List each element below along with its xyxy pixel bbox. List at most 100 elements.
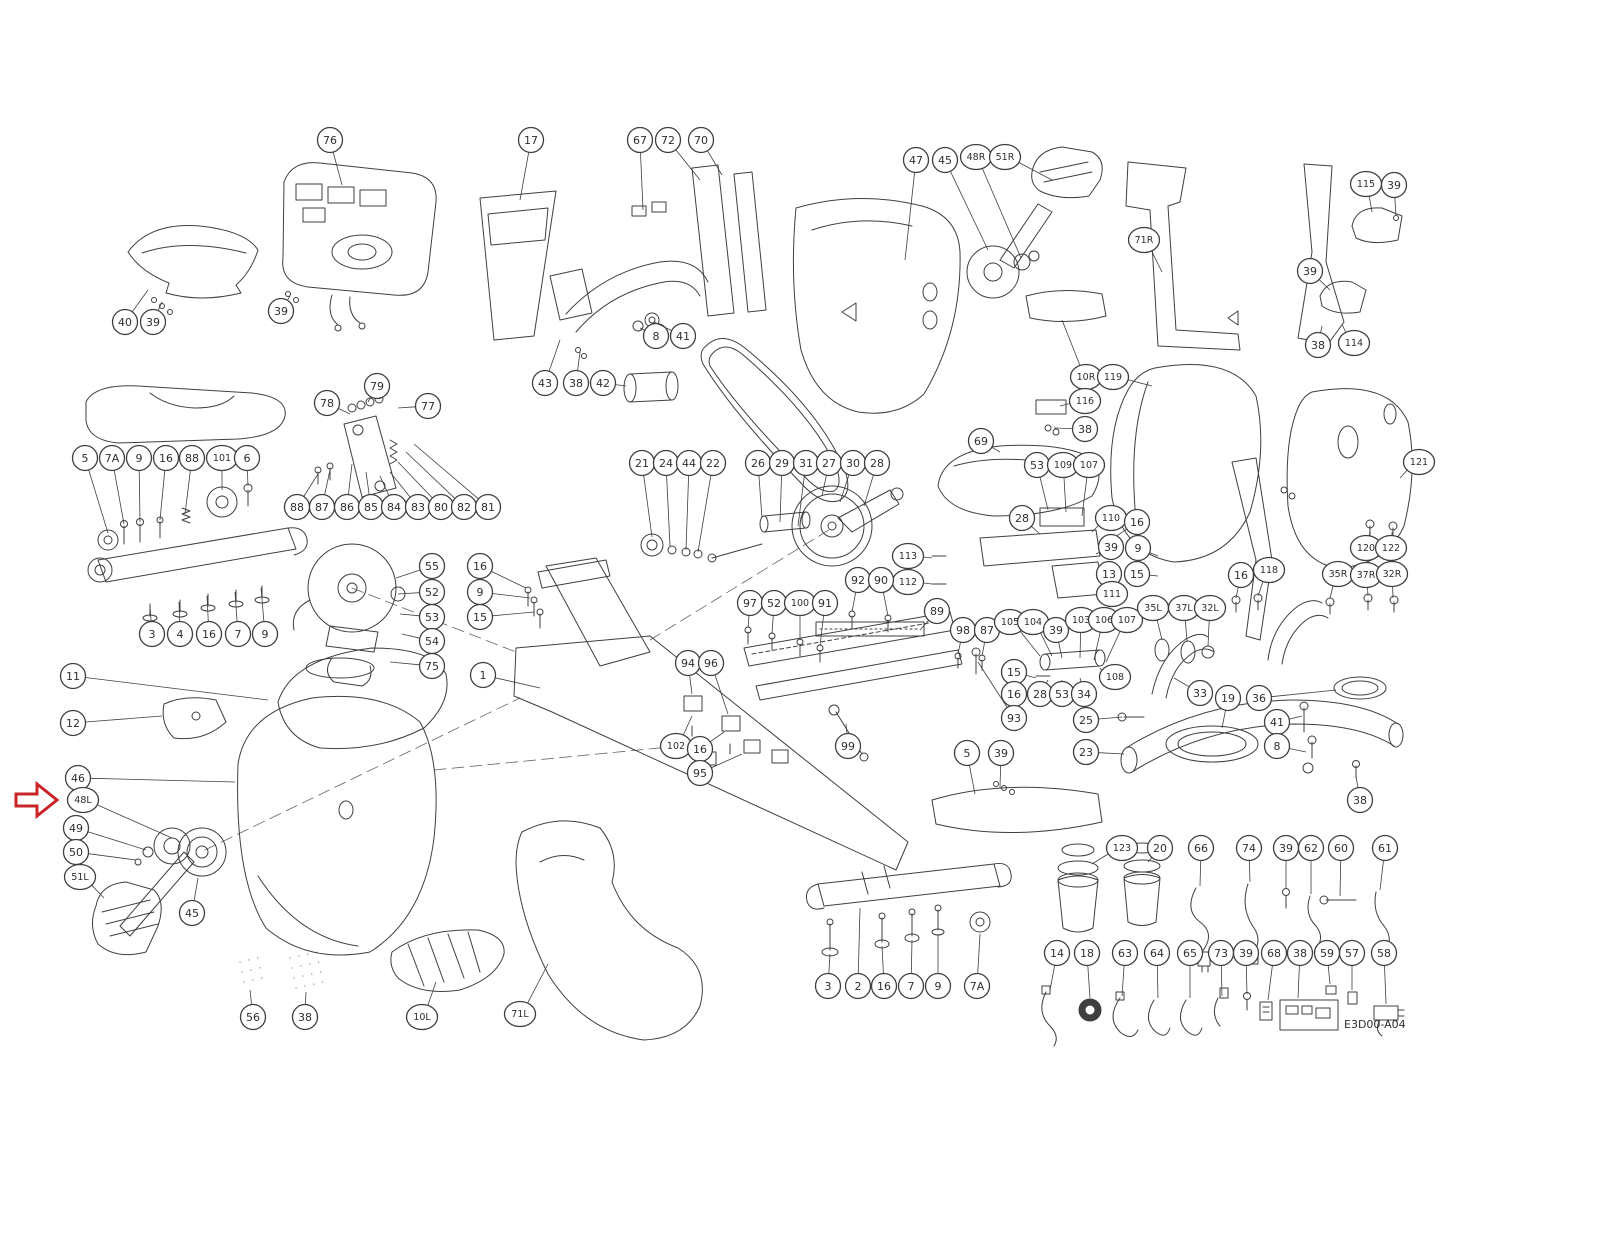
part-balloon-87[interactable]: 87	[308, 469, 336, 521]
part-balloon-28[interactable]: 28	[1026, 679, 1054, 708]
balloon-circle[interactable]	[138, 620, 166, 648]
balloon-circle[interactable]	[63, 863, 97, 891]
balloon-circle[interactable]	[178, 899, 206, 927]
balloon-circle[interactable]	[313, 389, 341, 417]
part-balloon-57[interactable]: 57	[1338, 939, 1366, 991]
balloon-circle[interactable]	[844, 972, 872, 1000]
balloon-circle[interactable]	[1127, 226, 1161, 254]
part-balloon-60[interactable]: 60	[1327, 834, 1355, 897]
part-balloon-107[interactable]: 107	[1105, 606, 1144, 663]
part-balloon-38[interactable]: 38	[562, 351, 590, 397]
balloon-circle[interactable]	[814, 972, 842, 1000]
part-balloon-39[interactable]: 39	[1272, 834, 1300, 889]
part-balloon-10L[interactable]: 10L	[405, 981, 439, 1031]
balloon-circle[interactable]	[589, 369, 617, 397]
balloon-circle[interactable]	[474, 493, 502, 521]
part-balloon-73[interactable]: 73	[1207, 939, 1235, 997]
part-balloon-15[interactable]: 15	[1123, 560, 1159, 588]
part-balloon-39[interactable]: 39	[1380, 171, 1408, 217]
part-balloon-22[interactable]: 22	[697, 449, 727, 553]
part-balloon-38[interactable]: 38	[1286, 939, 1314, 999]
balloon-circle[interactable]	[503, 1000, 537, 1028]
part-balloon-7[interactable]: 7	[224, 591, 252, 648]
part-balloon-56[interactable]: 56	[239, 989, 267, 1031]
part-balloon-32R[interactable]: 32R	[1375, 560, 1409, 599]
balloon-circle[interactable]	[870, 972, 898, 1000]
balloon-circle[interactable]	[1371, 834, 1399, 862]
part-balloon-28[interactable]: 28	[863, 449, 891, 507]
part-balloon-9[interactable]: 9	[125, 444, 153, 523]
balloon-circle[interactable]	[811, 589, 839, 617]
balloon-circle[interactable]	[1008, 504, 1036, 532]
part-balloon-28[interactable]: 28	[1008, 504, 1041, 535]
balloon-circle[interactable]	[1304, 331, 1332, 359]
part-balloon-52[interactable]: 52	[760, 589, 788, 635]
part-balloon-17[interactable]: 17	[517, 126, 545, 201]
part-balloon-27[interactable]: 27	[815, 449, 843, 497]
part-balloon-38[interactable]: 38	[1053, 415, 1099, 443]
part-balloon-87[interactable]: 87	[973, 616, 1001, 657]
part-balloon-9[interactable]: 9	[466, 578, 531, 606]
balloon-circle[interactable]	[1123, 508, 1151, 536]
part-balloon-10R[interactable]: 10R	[1061, 319, 1103, 391]
part-balloon-62[interactable]: 62	[1297, 834, 1325, 895]
part-balloon-88[interactable]: 88	[178, 444, 206, 515]
part-balloon-4[interactable]: 4	[166, 601, 194, 648]
part-balloon-114[interactable]: 114	[1337, 323, 1371, 357]
part-balloon-46[interactable]: 46	[64, 764, 236, 792]
balloon-circle[interactable]	[562, 369, 590, 397]
balloon-circle[interactable]	[1110, 606, 1144, 634]
balloon-circle[interactable]	[1286, 939, 1314, 967]
balloon-circle[interactable]	[988, 143, 1022, 171]
balloon-circle[interactable]	[1374, 534, 1408, 562]
part-balloon-13[interactable]: 13	[1095, 560, 1123, 588]
balloon-circle[interactable]	[1370, 939, 1398, 967]
part-balloon-40[interactable]: 40	[111, 289, 149, 336]
part-balloon-92[interactable]: 92	[844, 566, 872, 613]
part-balloon-5[interactable]: 5	[71, 444, 109, 534]
part-balloon-52[interactable]: 52	[397, 578, 446, 606]
balloon-circle[interactable]	[111, 308, 139, 336]
part-balloon-50[interactable]: 50	[62, 838, 137, 866]
part-balloon-90[interactable]: 90	[867, 566, 895, 617]
balloon-circle[interactable]	[405, 1003, 439, 1031]
part-balloon-80[interactable]: 80	[397, 461, 455, 521]
part-balloon-78[interactable]: 78	[313, 389, 351, 417]
part-balloon-36[interactable]: 36	[1245, 684, 1337, 712]
balloon-circle[interactable]	[1327, 834, 1355, 862]
balloon-circle[interactable]	[687, 126, 715, 154]
balloon-circle[interactable]	[924, 972, 952, 1000]
balloon-circle[interactable]	[1346, 786, 1374, 814]
part-balloon-42[interactable]: 42	[589, 369, 627, 397]
part-balloon-95[interactable]: 95	[686, 753, 743, 787]
balloon-circle[interactable]	[469, 661, 497, 689]
part-balloon-7A[interactable]: 7A	[963, 933, 991, 1000]
part-balloon-33[interactable]: 33	[1173, 677, 1214, 707]
part-balloon-98[interactable]: 98	[949, 616, 977, 655]
part-balloon-26[interactable]: 26	[744, 449, 772, 519]
balloon-circle[interactable]	[98, 444, 126, 472]
part-balloon-11[interactable]: 11	[59, 662, 269, 701]
part-balloon-16[interactable]: 16	[466, 552, 527, 589]
part-balloon-77[interactable]: 77	[397, 392, 442, 420]
part-balloon-21[interactable]: 21	[628, 449, 656, 538]
part-balloon-43[interactable]: 43	[531, 339, 561, 397]
part-balloon-55[interactable]: 55	[395, 552, 446, 580]
part-balloon-18[interactable]: 18	[1073, 939, 1101, 999]
balloon-circle[interactable]	[686, 759, 714, 787]
part-balloon-16[interactable]: 16	[1000, 680, 1037, 708]
part-balloon-45[interactable]: 45	[931, 146, 989, 251]
part-balloon-58[interactable]: 58	[1370, 939, 1398, 1005]
part-balloon-118[interactable]: 118	[1252, 556, 1286, 597]
balloon-circle[interactable]	[139, 308, 167, 336]
part-balloon-34[interactable]: 34	[1070, 677, 1098, 708]
balloon-circle[interactable]	[1105, 834, 1139, 862]
balloon-circle[interactable]	[195, 620, 223, 648]
balloon-circle[interactable]	[414, 392, 442, 420]
balloon-circle[interactable]	[1338, 939, 1366, 967]
part-balloon-15[interactable]: 15	[466, 603, 535, 631]
part-balloon-65[interactable]: 65	[1176, 939, 1204, 999]
balloon-circle[interactable]	[267, 297, 295, 325]
part-balloon-100[interactable]: 100	[783, 589, 817, 641]
part-balloon-9[interactable]: 9	[924, 934, 952, 1000]
